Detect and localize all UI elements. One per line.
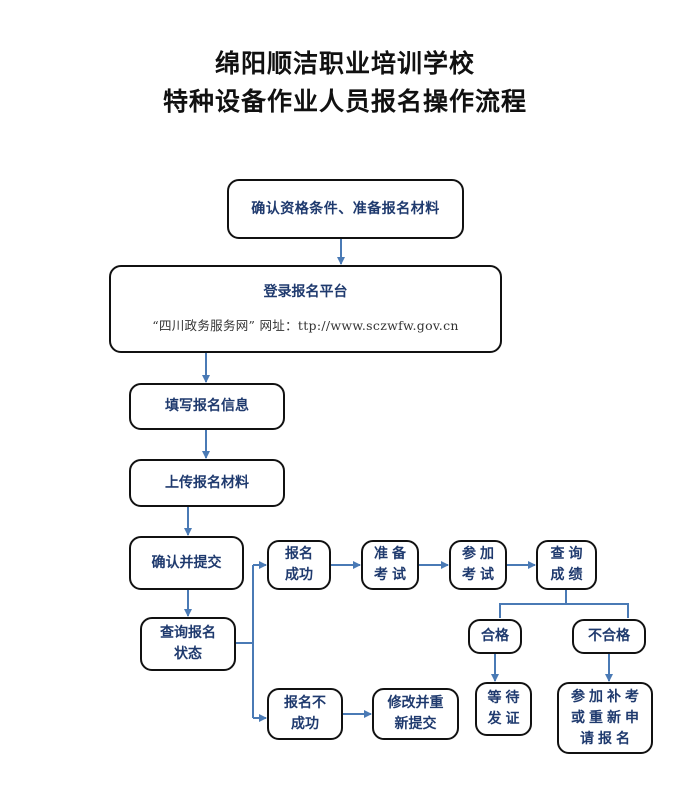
step-registration-success: 报名 成功 <box>267 540 331 590</box>
page-title-process: 特种设备作业人员报名操作流程 <box>162 87 527 116</box>
result-pass: 合格 <box>468 619 522 654</box>
step-take-exam-line1: 参加 <box>462 546 498 562</box>
step-fill-info-label: 填写报名信息 <box>165 398 249 414</box>
step-confirm-submit-label: 确认并提交 <box>151 554 222 571</box>
step-take-exam-line2: 考试 <box>462 567 498 583</box>
bracket-status-branch <box>236 565 254 718</box>
page-title-school: 绵阳顺洁职业培训学校 <box>214 49 475 78</box>
step-check-score: 查询 成绩 <box>536 540 597 590</box>
step-prepare-exam: 准备 考试 <box>361 540 419 590</box>
step-registration-success-line2: 成功 <box>285 567 313 583</box>
step-confirm-qualification-label: 确认资格条件、准备报名材料 <box>251 200 440 217</box>
step-check-score-line2: 成绩 <box>550 567 587 583</box>
step-fill-info: 填写报名信息 <box>129 383 285 430</box>
step-await-certificate-line2: 发证 <box>487 711 524 727</box>
step-check-status: 查询报名 状态 <box>140 617 236 671</box>
step-retake-line1: 参加补考 <box>571 688 643 705</box>
step-check-status-line2: 状态 <box>174 646 202 662</box>
step-prepare-exam-line1: 准备 <box>374 546 410 562</box>
step-login-platform: 登录报名平台 “四川政务服务网” 网址：ttp://www.sczwfw.gov… <box>109 265 502 353</box>
step-await-certificate: 等待 发证 <box>475 682 532 736</box>
result-pass-label: 合格 <box>481 628 509 644</box>
step-modify-resubmit-line1: 修改并重 <box>387 695 444 711</box>
step-upload-materials-label: 上传报名材料 <box>165 474 249 491</box>
step-login-platform-label: 登录报名平台 <box>263 284 348 300</box>
step-check-status-line1: 查询报名 <box>160 625 216 641</box>
bracket-query-branch <box>499 590 629 618</box>
result-fail: 不合格 <box>572 619 646 654</box>
step-retake-line3: 请报名 <box>580 730 634 747</box>
step-prepare-exam-line2: 考试 <box>374 567 410 583</box>
step-registration-failed: 报名不 成功 <box>267 688 343 740</box>
result-fail-label: 不合格 <box>588 628 630 644</box>
step-check-score-line1: 查询 <box>550 546 587 562</box>
step-retake-line2: 或重新申 <box>571 709 643 726</box>
step-confirm-qualification: 确认资格条件、准备报名材料 <box>227 179 464 239</box>
platform-website-address: “四川政务服务网” 网址：ttp://www.sczwfw.gov.cn <box>152 318 459 333</box>
step-registration-success-line1: 报名 <box>285 546 313 562</box>
step-take-exam: 参加 考试 <box>449 540 507 590</box>
step-await-certificate-line1: 等待 <box>487 690 524 706</box>
step-upload-materials: 上传报名材料 <box>129 459 285 507</box>
step-modify-resubmit: 修改并重 新提交 <box>372 688 459 740</box>
step-retake-or-reapply: 参加补考 或重新申 请报名 <box>557 682 653 754</box>
step-modify-resubmit-line2: 新提交 <box>394 716 437 732</box>
step-registration-failed-line2: 成功 <box>291 716 319 732</box>
step-confirm-submit: 确认并提交 <box>129 536 244 590</box>
step-registration-failed-line1: 报名不 <box>284 695 326 711</box>
